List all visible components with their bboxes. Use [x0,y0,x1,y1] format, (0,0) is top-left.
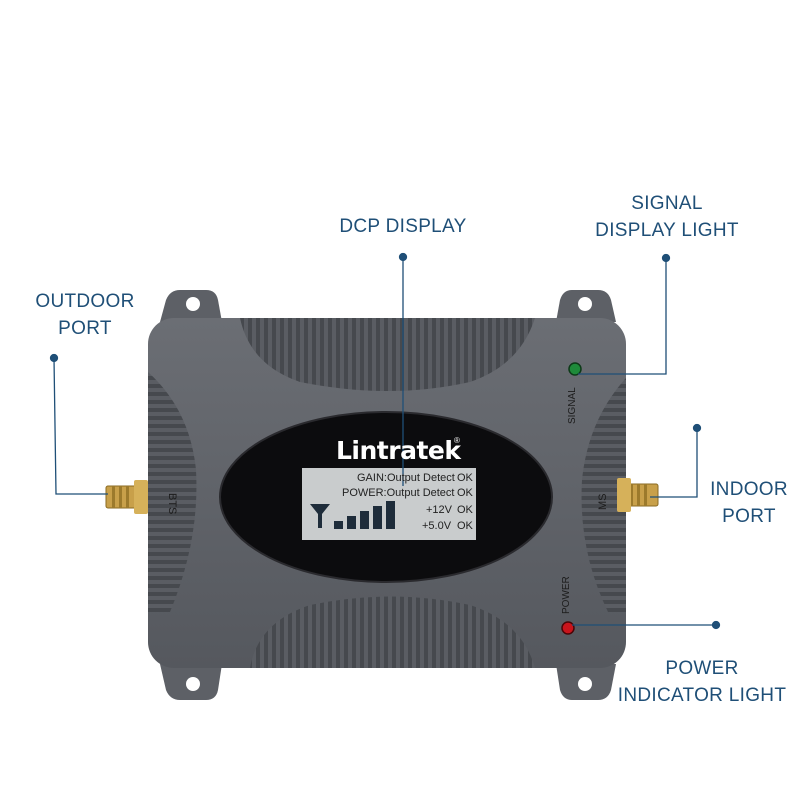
signal-bar [386,501,395,529]
callout-indoor-port-line-2: PORT [722,506,776,527]
callout-power-light-line-1: POWER [665,658,739,679]
signal-bar [373,506,382,529]
lcd-line-4-label: +5.0V [422,520,452,532]
callout-outdoor-port-line-1: OUTDOOR [35,291,135,312]
signal-light-leader [578,253,671,375]
outdoor-port-connector [105,480,148,514]
lcd-line-3-label: +12V [426,504,452,516]
signal-bar [360,511,369,529]
callout-indoor-port-line-1: INDOOR [710,479,788,500]
mounting-ear-top-left [160,290,222,322]
power-light-leader [572,620,721,630]
left-heat-fins [148,372,197,612]
bts-port-label: BTS [166,493,178,515]
callout-signal-light: SIGNAL DISPLAY LIGHT [590,190,744,244]
mounting-ear-bottom-right [556,664,616,700]
lcd-line-1-status: OK [457,472,473,484]
top-heat-fins [240,318,535,391]
signal-led [568,362,582,376]
power-led [561,621,575,635]
callout-power-light-line-2: INDICATOR LIGHT [617,685,787,706]
mounting-ear-bottom-left [160,664,222,700]
right-heat-fins [581,378,626,612]
signal-bar [334,521,343,529]
bottom-heat-fins [250,596,535,668]
lcd-line-4-status: OK [457,520,473,532]
power-label: POWER [561,576,572,614]
lcd-line-1-label: GAIN:Output Detect [357,472,455,484]
callout-outdoor-port-line-2: PORT [58,318,112,339]
lcd-line-3-status: OK [457,504,473,516]
signal-label: SIGNAL [567,387,578,424]
brand-logo: Lintratek [336,436,461,465]
callout-indoor-port: INDOOR PORT [704,476,794,530]
callout-outdoor-port: OUTDOOR PORT [30,288,140,342]
indoor-port-leader [650,423,702,498]
registered-mark: ® [454,436,460,445]
callout-dcp-display: DCP DISPLAY [330,213,476,240]
mounting-ear-top-right [556,290,616,322]
lcd-line-2-status: OK [457,487,473,499]
antenna-icon [310,504,330,528]
callout-signal-light-line-1: SIGNAL [631,193,703,214]
signal-bar [347,516,356,529]
ms-port-label: MS [597,493,609,511]
callout-dcp-display-line-1: DCP DISPLAY [339,216,467,237]
signal-bars [334,501,395,529]
callout-power-light: POWER INDICATOR LIGHT [612,655,792,709]
dcp-display-leader [398,252,408,486]
lcd-line-2-label: POWER:Output Detect [342,487,455,499]
callout-signal-light-line-2: DISPLAY LIGHT [595,220,739,241]
outdoor-port-leader [49,353,108,495]
indoor-port-connector [617,478,659,512]
